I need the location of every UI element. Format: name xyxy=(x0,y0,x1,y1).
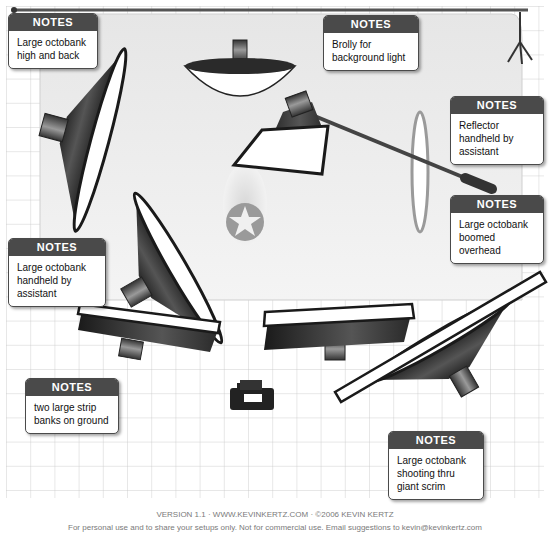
notes-box: NOTEStwo large strip banks on ground xyxy=(25,378,119,434)
grid-ground-part xyxy=(6,6,544,498)
boom-softbox-part xyxy=(285,91,313,117)
notes-text: Large octobank handheld by assistant xyxy=(9,256,105,306)
boom-softbox-part xyxy=(465,178,492,189)
backdrop-paper-part xyxy=(508,42,520,62)
notes-text: two large strip banks on ground xyxy=(26,396,118,433)
strip-bank-right xyxy=(264,304,414,360)
footer-text: For personal use and to share your setup… xyxy=(0,522,550,533)
subject-star-part xyxy=(226,203,264,241)
notes-box: NOTESLarge octobank handheld by assistan… xyxy=(8,238,106,307)
notes-text: Large octobank shooting thru giant scrim xyxy=(389,449,483,499)
subject-star xyxy=(223,163,267,247)
octobank-thru-scrim-part xyxy=(335,272,546,402)
octobank-thru-scrim xyxy=(335,272,546,433)
notes-heading: NOTES xyxy=(9,239,105,256)
subject-star-part xyxy=(223,163,267,247)
strip-bank-left-part xyxy=(78,304,220,333)
notes-heading: NOTES xyxy=(324,16,418,33)
notes-box: NOTESLarge octobank shooting thru giant … xyxy=(388,431,484,500)
backdrop-paper-part xyxy=(14,9,528,12)
notes-heading: NOTES xyxy=(9,14,97,31)
strip-bank-left xyxy=(78,304,220,360)
notes-heading: NOTES xyxy=(451,196,543,213)
boom-softbox-part xyxy=(234,126,328,174)
camera-part xyxy=(244,394,262,402)
camera xyxy=(230,380,274,410)
notes-text: Large octobank high and back xyxy=(9,31,97,68)
camera-part xyxy=(240,380,262,390)
backdrop-paper-part xyxy=(520,42,522,64)
notes-text: Large octobank boomed overhead xyxy=(451,213,543,263)
strip-bank-right-part xyxy=(264,304,414,326)
notes-heading: NOTES xyxy=(389,432,483,449)
subject-star-part xyxy=(229,206,261,236)
footer-text: VERSION 1.1 · WWW.KEVINKERTZ.COM · ©2006… xyxy=(0,509,550,520)
camera-part xyxy=(230,388,274,410)
reflector-disc-part xyxy=(412,112,428,232)
notes-box: NOTESReflector handheld by assistant xyxy=(450,96,544,165)
grid-ground xyxy=(0,0,550,500)
notes-box: NOTESBrolly for background light xyxy=(323,15,419,71)
notes-box: NOTESLarge octobank boomed overhead xyxy=(450,195,544,264)
strip-bank-left-part xyxy=(119,338,144,360)
notes-heading: NOTES xyxy=(26,379,118,396)
notes-heading: NOTES xyxy=(451,97,543,114)
reflector-disc xyxy=(412,112,428,232)
brolly-umbrella xyxy=(185,40,295,96)
notes-text: Brolly for background light xyxy=(324,33,418,70)
notes-box: NOTESLarge octobank high and back xyxy=(8,13,98,69)
grid-ground-part xyxy=(0,0,550,500)
brolly-umbrella-part xyxy=(185,58,295,74)
notes-text: Reflector handheld by assistant xyxy=(451,114,543,164)
backdrop-paper-part xyxy=(519,12,521,42)
